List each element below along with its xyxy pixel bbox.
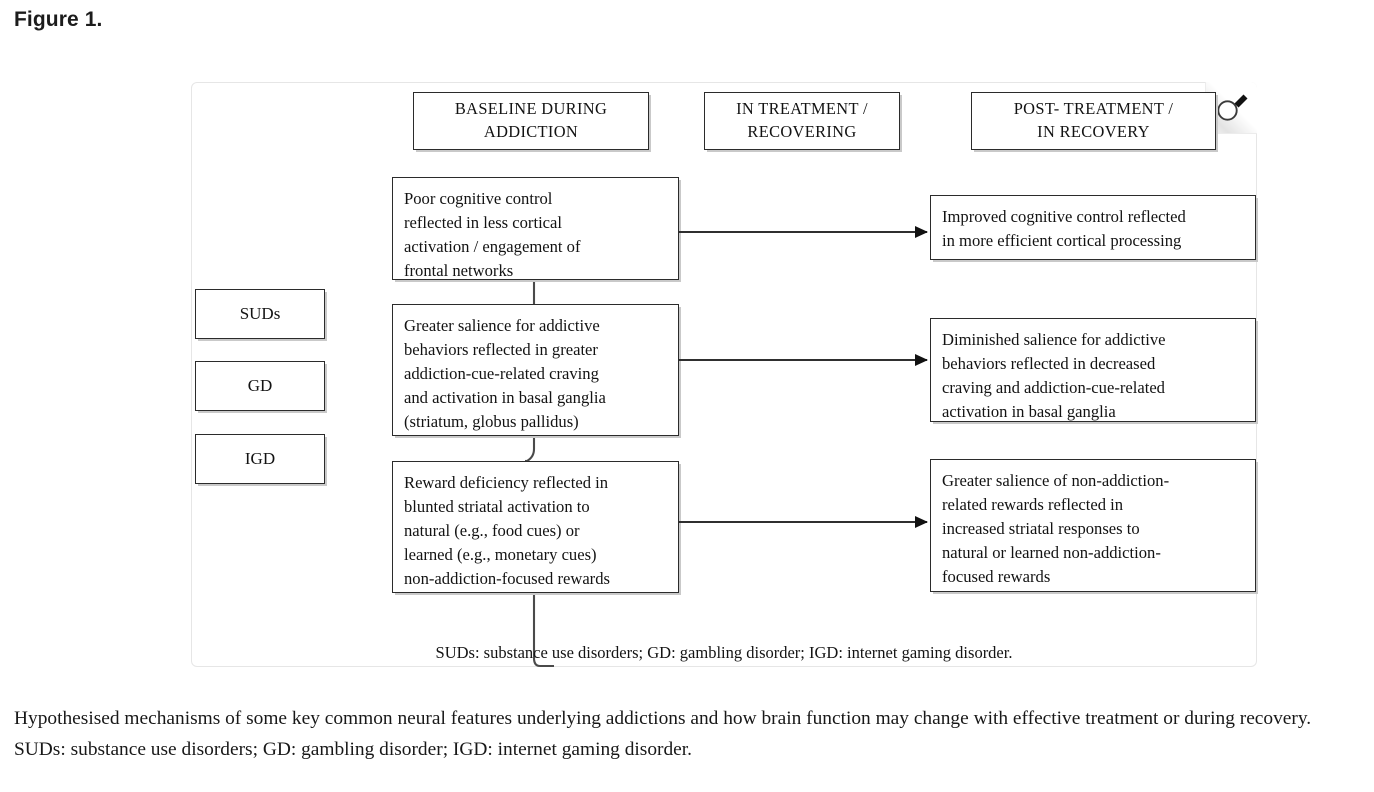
- disorder-box-igd-label: IGD: [244, 448, 276, 468]
- stage-header-baseline-label: BASELINE DURING ADDICTION: [454, 99, 608, 141]
- page-title: Figure 1.: [14, 8, 103, 31]
- arrow-cognitive-control: [679, 226, 928, 238]
- recovery-box-cognitive-control: Improved cognitive control reflected in …: [930, 195, 1256, 260]
- disorder-box-igd: IGD: [195, 434, 325, 484]
- disorder-box-gd: GD: [195, 361, 325, 411]
- stage-header-in-treatment: IN TREATMENT / RECOVERING: [704, 92, 900, 150]
- figure-container: BASELINE DURING ADDICTION IN TREATMENT /…: [191, 82, 1257, 668]
- figure-footnote: SUDs: substance use disorders; GD: gambl…: [435, 643, 1013, 662]
- arrow-salience: [679, 354, 928, 366]
- recovery-box-salience: Diminished salience for addictive behavi…: [930, 318, 1256, 422]
- stage-header-post-treatment-label: POST- TREATMENT / IN RECOVERY: [1013, 99, 1174, 141]
- disorder-box-suds-label: SUDs: [239, 303, 281, 323]
- arrow-reward: [679, 516, 928, 528]
- recovery-box-cognitive-control-label: Improved cognitive control reflected in …: [942, 207, 1186, 250]
- recovery-box-reward-label: Greater salience of non-addiction- relat…: [942, 471, 1170, 586]
- figure-caption: Hypothesised mechanisms of some key comm…: [14, 708, 1312, 761]
- baseline-box-reward-deficiency: Reward deficiency reflected in blunted s…: [392, 461, 679, 593]
- magnifier-glyph: [1217, 94, 1248, 121]
- baseline-box-cognitive-control: Poor cognitive control reflected in less…: [392, 177, 679, 280]
- stage-header-in-treatment-label: IN TREATMENT / RECOVERING: [736, 99, 868, 141]
- stage-header-post-treatment: POST- TREATMENT / IN RECOVERY: [971, 92, 1216, 150]
- recovery-box-salience-label: Diminished salience for addictive behavi…: [942, 330, 1166, 421]
- baseline-box-salience-label: Greater salience for addictive behaviors…: [404, 316, 606, 431]
- baseline-box-salience: Greater salience for addictive behaviors…: [392, 304, 679, 436]
- disorder-box-gd-label: GD: [247, 375, 273, 395]
- baseline-box-cognitive-control-label: Poor cognitive control reflected in less…: [404, 189, 581, 280]
- stage-header-baseline: BASELINE DURING ADDICTION: [413, 92, 649, 150]
- recovery-box-reward: Greater salience of non-addiction- relat…: [930, 459, 1256, 592]
- baseline-box-reward-deficiency-label: Reward deficiency reflected in blunted s…: [404, 473, 610, 588]
- disorder-box-suds: SUDs: [195, 289, 325, 339]
